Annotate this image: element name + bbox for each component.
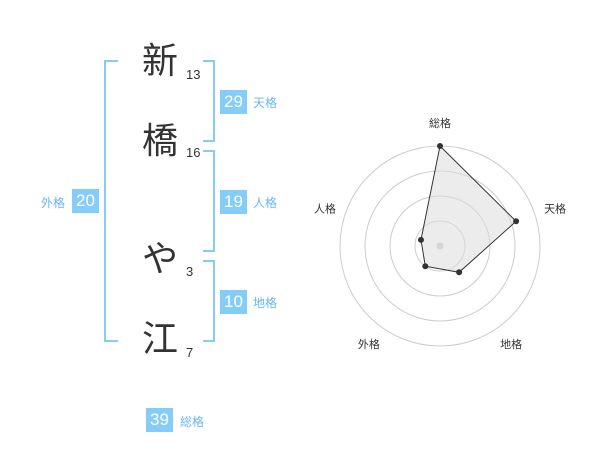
tenkaku-bracket [203, 60, 215, 142]
outer-bracket [104, 60, 118, 342]
radar-point-3 [456, 269, 463, 276]
radar-axis-label-3: 地格 [500, 337, 522, 351]
tenkaku-label: 天格 [253, 96, 278, 110]
name-char-3: や [141, 239, 178, 280]
soukaku-value: 39 [146, 408, 173, 432]
stroke-count-4: 7 [186, 345, 194, 360]
gaikaku-value: 20 [72, 189, 99, 213]
name-char-2: 橋 [141, 121, 178, 162]
radar-point-4 [422, 263, 429, 270]
radar-point-1 [437, 143, 443, 149]
chikaku-label: 地格 [253, 296, 278, 310]
jinkaku-label: 人格 [253, 196, 278, 210]
chikaku-bracket [203, 260, 215, 342]
stroke-count-2: 16 [186, 145, 201, 160]
radar-point-2 [513, 218, 520, 225]
name-char-1: 新 [141, 41, 178, 82]
jinkaku-bracket [203, 150, 215, 252]
radar-point-5 [417, 236, 424, 243]
radar-axis-label-1: 総格 [429, 116, 451, 130]
name-char-4: 江 [141, 319, 178, 360]
soukaku-label: 総格 [180, 415, 205, 429]
chikaku-value: 10 [220, 290, 247, 314]
jinkaku-value: 19 [220, 190, 247, 214]
gaikaku-label: 外格 [41, 196, 66, 210]
radar-axis-label-4: 外格 [358, 337, 380, 351]
tenkaku-value: 29 [220, 90, 247, 114]
stroke-count-1: 13 [186, 67, 201, 82]
stroke-count-3: 3 [186, 264, 194, 279]
radar-series-polygon [420, 144, 517, 273]
radar-axis-label-5: 人格 [314, 202, 336, 216]
radar-axis-label-2: 天格 [544, 202, 566, 216]
